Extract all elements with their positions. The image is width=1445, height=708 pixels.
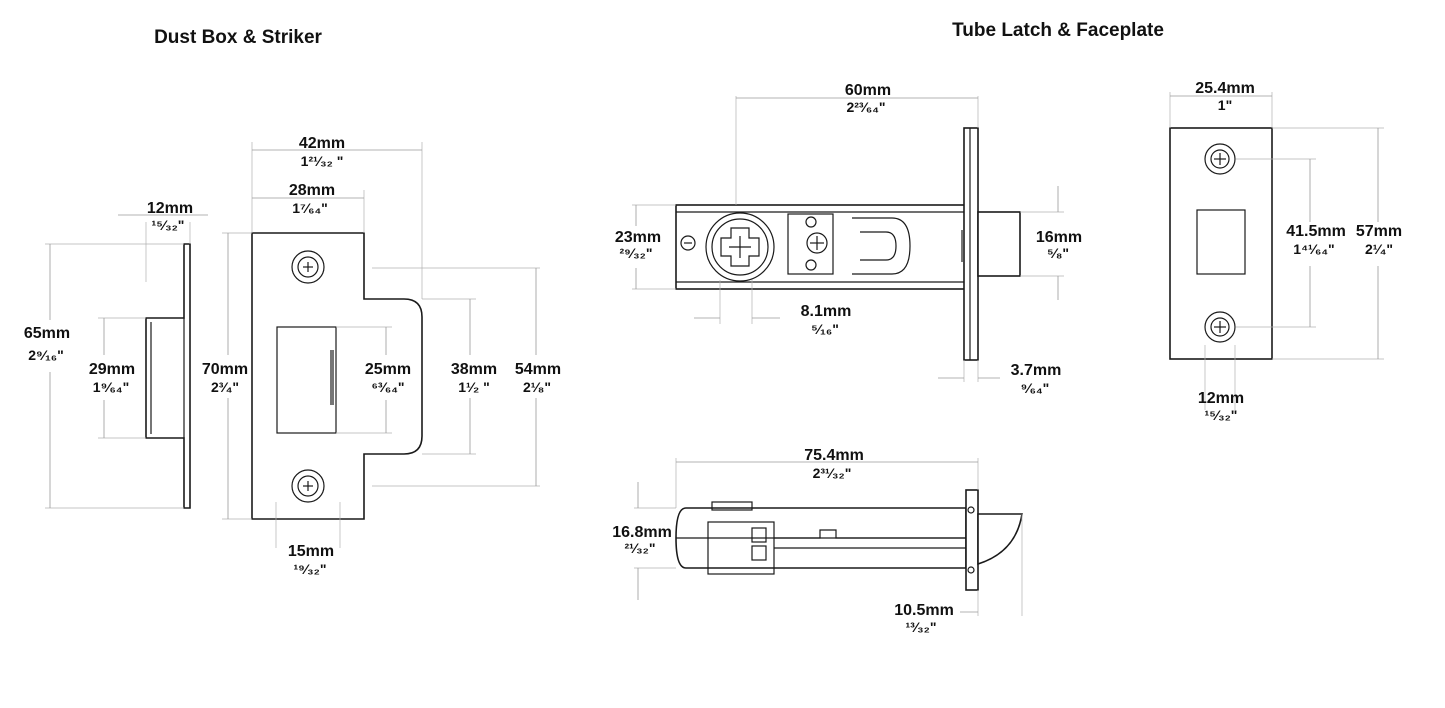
faceplate-drawing — [1169, 127, 1273, 360]
faceplate-hole-offset-mm: 12mm — [1198, 390, 1244, 407]
striker-hole-offset-inch: ¹⁹⁄₃₂" — [294, 561, 327, 577]
striker-opening-mm: 25mm — [365, 361, 411, 378]
screw-hole-icon — [1204, 311, 1236, 343]
latch-backset-mm: 60mm — [845, 82, 891, 99]
latch-tube-dia-mm: 16.8mm — [612, 524, 672, 541]
latch-side-drawing — [675, 489, 1023, 591]
striker-opening-inch: ⁶³⁄₆₄" — [371, 379, 404, 395]
striker-overall-mm: 54mm — [515, 361, 561, 378]
faceplate-dimensions — [1169, 92, 1384, 410]
latch-bolt-projection-mm: 10.5mm — [894, 602, 954, 619]
faceplate-hole-offset-inch: ¹⁵⁄₃₂" — [1205, 407, 1238, 423]
striker-lip-mm: 38mm — [451, 361, 497, 378]
latch-length-mm: 75.4mm — [804, 447, 864, 464]
latch-top-drawing — [675, 127, 1021, 361]
screw-hole-icon — [291, 250, 325, 284]
striker-width-mm: 42mm — [299, 135, 345, 152]
box-inner-height-inch: 1⁹⁄₆₄" — [93, 379, 129, 395]
latch-faceplate-thickness-inch: ⁹⁄₆₄" — [1021, 380, 1050, 396]
striker-height-inch: 2³⁄₄" — [211, 379, 239, 395]
striker-width-inch: 1²¹⁄₃₂ " — [301, 153, 344, 169]
faceplate-width-mm: 25.4mm — [1195, 80, 1255, 97]
latch-bolt-mm: 16mm — [1036, 229, 1082, 246]
latch-spindle-mm: 8.1mm — [801, 303, 852, 320]
faceplate-width-inch: 1" — [1218, 97, 1232, 113]
screw-hole-icon — [1204, 143, 1236, 175]
box-outer-height-mm: 65mm — [24, 325, 70, 342]
screw-hole-icon — [291, 469, 325, 503]
tube-latch-title: Tube Latch & Faceplate — [952, 20, 1164, 41]
latch-side-dimensions — [634, 458, 1023, 616]
faceplate-holes-mm: 41.5mm — [1286, 223, 1346, 240]
striker-overall-inch: 2¹⁄₈" — [523, 379, 551, 395]
latch-body-height-mm: 23mm — [615, 229, 661, 246]
striker-hole-offset-mm: 15mm — [288, 543, 334, 560]
latch-top-dimensions — [632, 96, 1064, 382]
latch-body-height-inch: ²⁹⁄₃₂" — [620, 245, 653, 261]
latch-bolt-inch: ⁵⁄₈" — [1047, 245, 1069, 261]
latch-tube-dia-inch: ²¹⁄₃₂" — [625, 540, 656, 556]
latch-length-inch: 2³¹⁄₃₂" — [813, 465, 852, 481]
latch-bolt-projection-inch: ¹³⁄₃₂" — [906, 619, 937, 635]
striker-height-mm: 70mm — [202, 361, 248, 378]
striker-plate-width-inch: 1⁷⁄₆₄" — [292, 200, 328, 216]
faceplate-height-mm: 57mm — [1356, 223, 1402, 240]
box-inner-height-mm: 29mm — [89, 361, 135, 378]
box-outer-height-inch: 2⁹⁄₁₆" — [28, 347, 64, 363]
latch-backset-inch: 2²³⁄₆₄" — [846, 99, 885, 115]
dust-box-title: Dust Box & Striker — [154, 27, 322, 48]
latch-faceplate-thickness-mm: 3.7mm — [1011, 362, 1062, 379]
dust-box-drawing — [145, 243, 191, 509]
latch-spindle-inch: ⁵⁄₁₆" — [811, 321, 839, 337]
faceplate-holes-inch: 1⁴¹⁄₆₄" — [1293, 241, 1334, 257]
striker-plate-width-mm: 28mm — [289, 182, 335, 199]
box-width-mm: 12mm — [147, 200, 193, 217]
faceplate-height-inch: 2¹⁄₄" — [1365, 241, 1393, 257]
dust-box-dimensions — [45, 214, 208, 509]
striker-dimensions — [222, 142, 540, 548]
striker-lip-inch: 1¹⁄₂ " — [458, 379, 490, 395]
box-width-inch: ¹⁵⁄₃₂" — [152, 217, 185, 233]
striker-plate-drawing — [251, 232, 423, 520]
